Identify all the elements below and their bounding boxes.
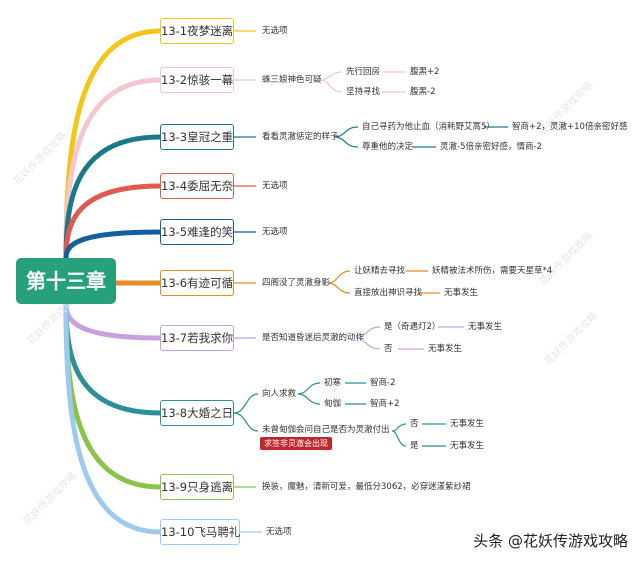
option-text: 否 <box>410 419 419 429</box>
root-node: 第十三章 <box>16 258 116 304</box>
result-text: 无事发生 <box>468 322 503 332</box>
option-text: 直接放出神识寻找 <box>354 288 423 298</box>
connector <box>233 412 259 432</box>
chapter-node-13-1: 13-1夜梦迷离 <box>160 18 234 44</box>
result-text: 无事发生 <box>450 441 485 451</box>
connector <box>327 270 351 284</box>
detail-text: 无选项 <box>262 181 288 191</box>
result-text: 灵澈-5倍亲密好感，情商-2 <box>440 142 542 152</box>
option-text: 是（奇遇灯2） <box>384 322 441 332</box>
detail-text: 无选项 <box>262 26 288 36</box>
option-text: 让妖精去寻找 <box>354 266 406 276</box>
detail-text: 四阁没了灵澈身影 <box>262 278 331 288</box>
option-text: 尊重他的决定 <box>362 142 414 152</box>
result-text: 腹黑-2 <box>410 87 436 97</box>
option-text: 否 <box>384 344 393 354</box>
option-text: 初寒 <box>324 378 342 388</box>
chapter-node-13-3: 13-3皇冠之重 <box>160 124 234 150</box>
connector <box>319 71 343 81</box>
detail-text: 无选项 <box>266 527 292 537</box>
chapter-node-13-8: 13-8大婚之日 <box>160 400 234 426</box>
trunk-8 <box>63 301 163 416</box>
chapter-node-13-2: 13-2惊骇一幕 <box>160 67 234 93</box>
detail-text: 蛛三娘神色可疑 <box>262 75 322 85</box>
result-text: 智商-2 <box>370 378 396 388</box>
result-text: 智商+2，灵澈+10倍亲密好感 <box>512 122 628 132</box>
result-text: 智商+2 <box>370 399 400 409</box>
note-tag: 求签非灵澈会出现 <box>260 437 332 450</box>
option-text: 甸伽 <box>324 399 342 409</box>
detail-text: 换装，魔魅，清新可爱，最低分3062，必穿迷漾紫纱裙 <box>262 482 471 492</box>
connector <box>297 382 321 395</box>
option-text: 是 <box>410 441 419 451</box>
source-credit: 头条 @花妖传游戏攻略 <box>473 532 628 550</box>
result-text: 无事发生 <box>444 288 479 298</box>
trunk-4 <box>63 183 163 261</box>
detail-text: 未曾甸伽会问自己是否为灵澈付出 <box>262 425 390 435</box>
chapter-node-13-5: 13-5难逢的笑 <box>160 219 234 245</box>
connector <box>297 393 321 405</box>
chapter-node-13-10: 13-10飞马聘礼 <box>160 519 240 545</box>
chapter-node-13-6: 13-6有迹可循 <box>160 270 234 296</box>
result-text: 无事发生 <box>428 344 463 354</box>
connector <box>391 423 407 432</box>
detail-text: 无选项 <box>262 227 288 237</box>
trunk-10 <box>63 301 163 535</box>
trunk-7 <box>63 301 163 341</box>
connector <box>391 430 407 447</box>
option-text: 自己寻药为他止血（消耗野艾蒿5） <box>362 122 495 132</box>
connector <box>319 79 343 93</box>
chapter-node-13-9: 13-9只身逃离 <box>160 474 234 500</box>
detail-text: 向人求救 <box>262 389 297 399</box>
connector <box>333 136 359 148</box>
detail-text: 看看灵澈惩定的样子 <box>262 132 339 142</box>
chapter-node-13-4: 13-4委屈无奈 <box>160 173 234 199</box>
result-text: 妖精被法术所伤，需要天星草*4 <box>432 266 553 276</box>
chapter-node-13-7: 13-7若我求你 <box>160 325 234 351</box>
connector <box>355 337 381 350</box>
trunk-5 <box>63 229 163 261</box>
result-text: 腹黑+2 <box>410 67 440 77</box>
option-text: 先行回房 <box>346 67 381 77</box>
option-text: 坚持寻找 <box>346 87 381 97</box>
result-text: 无事发生 <box>450 419 485 429</box>
connector <box>233 393 259 414</box>
connector <box>327 282 351 294</box>
detail-text: 是否知道昏迷后灵澈的动作 <box>262 333 365 343</box>
